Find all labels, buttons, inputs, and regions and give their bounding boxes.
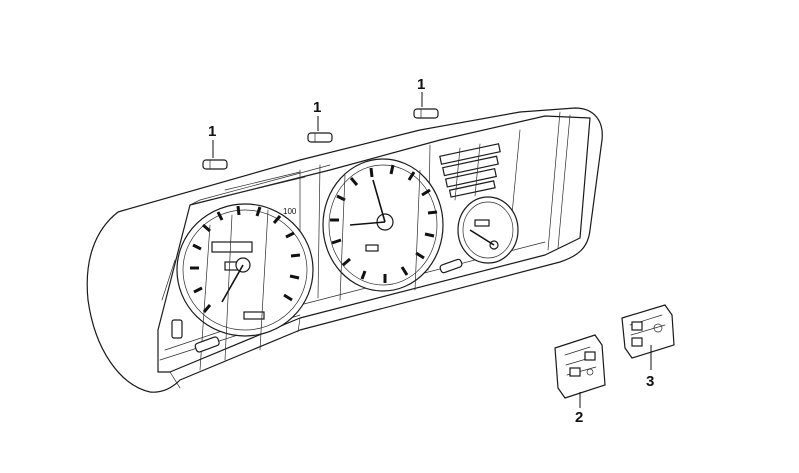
callout-circuit-board-left: 2 [575, 409, 584, 426]
circuit-board-left [554, 334, 606, 408]
small-gauge [457, 196, 519, 264]
speedometer-gauge: 100 [176, 203, 314, 371]
speed-label-100: 100 [283, 207, 297, 216]
small-gauge-needle [469, 229, 495, 246]
callout-bulb-a: 1 [208, 123, 217, 140]
bulb-b [307, 116, 333, 143]
callout-circuit-board-right: 3 [646, 373, 655, 390]
cluster-lamp-sockets [171, 258, 463, 353]
bulb-a [202, 140, 228, 170]
center-gauge-needle [372, 179, 386, 223]
circuit-board-right [621, 304, 675, 370]
bulb-c [413, 92, 439, 119]
center-gauge [322, 158, 444, 301]
callout-bulb-b: 1 [313, 99, 322, 116]
center-gauge-ticks [330, 164, 438, 283]
warning-lights-panel [439, 143, 501, 201]
callout-bulb-c: 1 [417, 76, 426, 93]
speedometer-ticks [190, 205, 301, 313]
speedometer-needle [221, 264, 244, 303]
odometer-window [211, 241, 253, 253]
